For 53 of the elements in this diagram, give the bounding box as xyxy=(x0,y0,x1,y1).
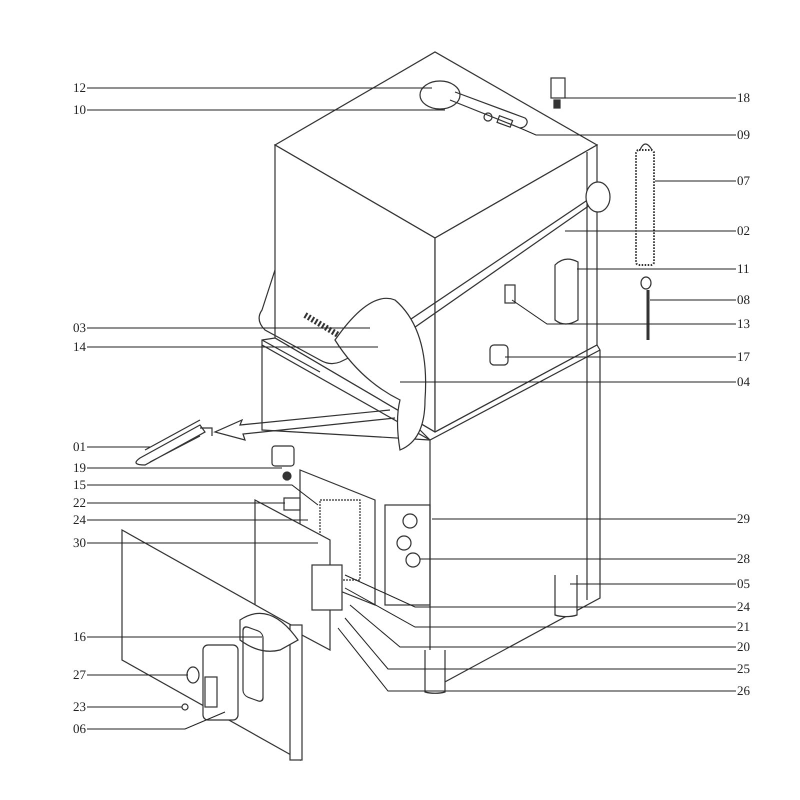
callout-number: 16 xyxy=(66,630,86,644)
callout-number: 06 xyxy=(66,722,86,736)
callout-number: 03 xyxy=(66,321,86,335)
callout-number: 12 xyxy=(66,81,86,95)
callout-number: 27 xyxy=(66,668,86,682)
leader-line xyxy=(344,588,736,628)
callout-number: 20 xyxy=(737,640,757,654)
callout-number: 29 xyxy=(737,512,757,526)
leader-line xyxy=(86,502,286,504)
leader-line xyxy=(350,604,736,648)
callout-number: 09 xyxy=(737,128,757,142)
leader-line xyxy=(520,128,736,136)
callout-number: 19 xyxy=(66,461,86,475)
callout-number: 23 xyxy=(66,700,86,714)
leader-line xyxy=(86,712,226,730)
callout-number: 01 xyxy=(66,440,86,454)
leader-line xyxy=(344,618,736,670)
callout-number: 11 xyxy=(737,262,757,276)
callout-number: 07 xyxy=(737,174,757,188)
leader-line xyxy=(512,300,736,324)
callout-number: 10 xyxy=(66,103,86,117)
leader-line xyxy=(86,484,318,506)
callout-number: 08 xyxy=(737,293,757,307)
leader-line xyxy=(344,574,736,608)
callout-number: 13 xyxy=(737,317,757,331)
callout-number: 22 xyxy=(66,496,86,510)
leader-line xyxy=(432,518,736,520)
leader-line xyxy=(86,346,378,348)
callout-number: 15 xyxy=(66,478,86,492)
callout-number: 24 xyxy=(737,600,757,614)
callout-number: 24 xyxy=(66,513,86,527)
callout-number: 05 xyxy=(737,577,757,591)
leader-line xyxy=(576,268,736,270)
leader-line xyxy=(86,674,188,676)
callout-number: 26 xyxy=(737,684,757,698)
leader-line xyxy=(564,230,736,232)
callout-number: 14 xyxy=(66,340,86,354)
callout-number: 18 xyxy=(737,91,757,105)
callout-number: 25 xyxy=(737,662,757,676)
leader-line xyxy=(86,542,318,544)
callout-number: 28 xyxy=(737,552,757,566)
callout-number: 02 xyxy=(737,224,757,238)
leader-line xyxy=(86,446,150,448)
callout-number: 21 xyxy=(737,620,757,634)
leader-line xyxy=(420,558,736,560)
callout-number: 17 xyxy=(737,350,757,364)
callout-number: 30 xyxy=(66,536,86,550)
leader-line xyxy=(654,180,736,182)
leader-line xyxy=(504,356,736,358)
leader-line xyxy=(86,706,182,708)
callout-number: 04 xyxy=(737,375,757,389)
leader-line xyxy=(338,628,736,692)
leader-line xyxy=(86,636,262,638)
